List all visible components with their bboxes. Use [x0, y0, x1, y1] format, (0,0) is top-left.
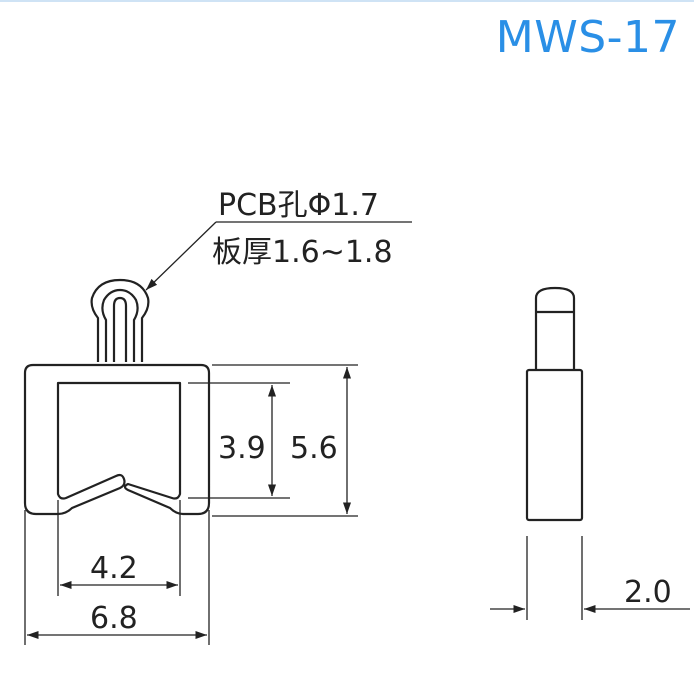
inner-height-label: 3.9 [218, 431, 266, 466]
clip-outer-outline [23, 363, 211, 516]
snap-pin [90, 278, 150, 362]
model-title: MWS-17 [495, 12, 680, 63]
callout-leader [145, 221, 412, 291]
callout-thickness-text: 板厚1.6~1.8 [212, 235, 393, 270]
width-dimensions [24, 500, 210, 645]
outer-height-label: 5.6 [290, 431, 338, 466]
inner-width-label: 4.2 [90, 551, 138, 586]
front-view [23, 278, 211, 516]
callout-hole-text: PCB孔Φ1.7 [218, 188, 379, 223]
outer-width-label: 6.8 [90, 601, 138, 636]
side-width-dimension [490, 536, 690, 620]
top-rule [0, 0, 694, 2]
side-view [525, 286, 584, 522]
side-width-label: 2.0 [624, 575, 672, 610]
height-dimensions [188, 364, 358, 517]
